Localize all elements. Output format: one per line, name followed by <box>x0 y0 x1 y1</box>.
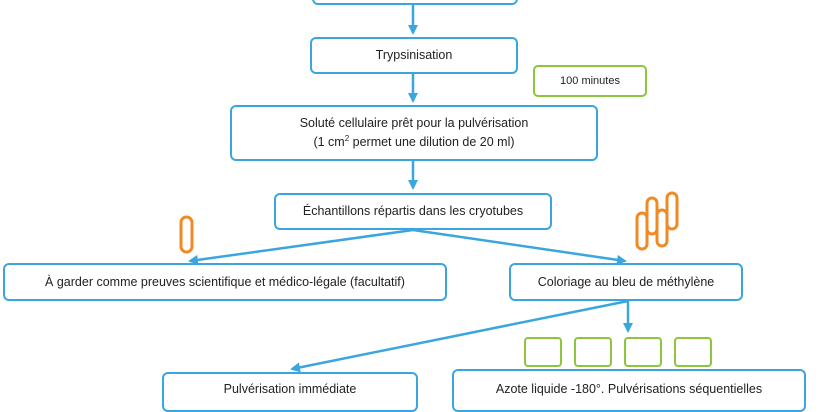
pulverisation-immediate-box: Pulvérisation immédiate <box>162 372 418 412</box>
solute-line-1: Soluté cellulaire prêt pour la pulvérisa… <box>299 116 529 131</box>
arrow-echantillons-to-coloriage <box>412 228 627 265</box>
duration-label: 100 minutes <box>560 75 620 87</box>
garder-box: À garder comme preuves scientifique et m… <box>3 263 447 301</box>
trypsinisation-box: Trypsinisation <box>310 37 518 74</box>
trypsinisation-label: Trypsinisation <box>375 48 453 63</box>
coloriage-label: Coloriage au bleu de méthylène <box>537 274 715 289</box>
solute-box: Soluté cellulaire prêt pour la pulvérisa… <box>230 105 598 161</box>
storage-box-icon <box>574 337 612 367</box>
cryotube-cluster-icon <box>635 191 679 251</box>
echantillons-box: Échantillons répartis dans les cryotubes <box>274 193 552 230</box>
connector-layer <box>179 5 679 373</box>
arrow-echantillons-to-garder <box>188 228 414 265</box>
pulverisation-immediate-label: Pulvérisation immédiate <box>223 382 357 396</box>
echantillons-label: Échantillons répartis dans les cryotubes <box>302 204 524 219</box>
azote-label: Azote liquide -180°. Pulvérisations séqu… <box>495 382 763 396</box>
arrow-coloriage-to-pulverisation <box>290 299 629 373</box>
duration-note: 100 minutes <box>533 65 647 97</box>
top-box-partial <box>312 0 518 5</box>
coloriage-box: Coloriage au bleu de méthylène <box>509 263 743 301</box>
solute-line-2: (1 cm2 permet une dilution de 20 ml) <box>313 133 515 150</box>
storage-box-icon <box>524 337 562 367</box>
storage-box-icon <box>674 337 712 367</box>
storage-box-icon <box>624 337 662 367</box>
azote-box: Azote liquide -180°. Pulvérisations séqu… <box>452 369 806 412</box>
garder-label: À garder comme preuves scientifique et m… <box>45 274 405 289</box>
cryotube-icon <box>179 215 194 254</box>
flowchart: Trypsinisation 100 minutes Soluté cellul… <box>3 0 806 412</box>
